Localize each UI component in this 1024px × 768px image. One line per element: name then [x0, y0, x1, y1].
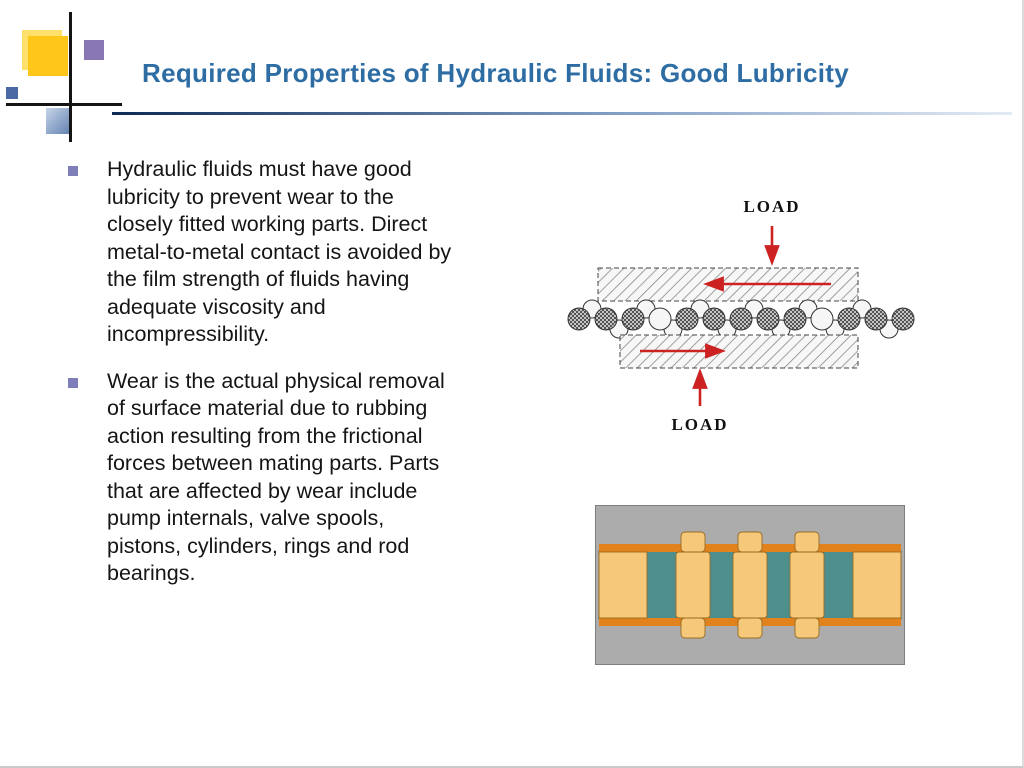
bullet-item: Hydraulic fluids must have good lubricit… [62, 156, 472, 349]
decoration-horizontal-line [6, 103, 122, 106]
spool-end-block-left [598, 551, 648, 619]
bullet-text: Wear is the actual physical removal of s… [107, 368, 445, 586]
decoration-yellow-square [28, 36, 68, 76]
decoration-blue-gradient-square [46, 108, 72, 134]
lubricant-ball-layer [567, 299, 915, 339]
bullet-square-icon [68, 166, 78, 176]
bullet-item: Wear is the actual physical removal of s… [62, 368, 472, 588]
spool-end-block-right [852, 551, 902, 619]
load-top-label: LOAD [743, 197, 800, 216]
bullet-list: Hydraulic fluids must have good lubricit… [62, 156, 472, 607]
spool-valve-diagram [595, 505, 905, 665]
title-divider-line [112, 112, 1012, 115]
decoration-blue-square-small [6, 87, 18, 99]
slide-title: Required Properties of Hydraulic Fluids:… [142, 58, 850, 88]
spool-lands [598, 531, 902, 639]
decoration-purple-square [84, 40, 104, 60]
bullet-text: Hydraulic fluids must have good lubricit… [107, 157, 452, 346]
bullet-square-icon [68, 377, 78, 388]
friction-lubrication-diagram: LOAD [555, 178, 915, 448]
load-bottom-label: LOAD [671, 415, 728, 434]
decoration-vertical-line [69, 12, 72, 142]
